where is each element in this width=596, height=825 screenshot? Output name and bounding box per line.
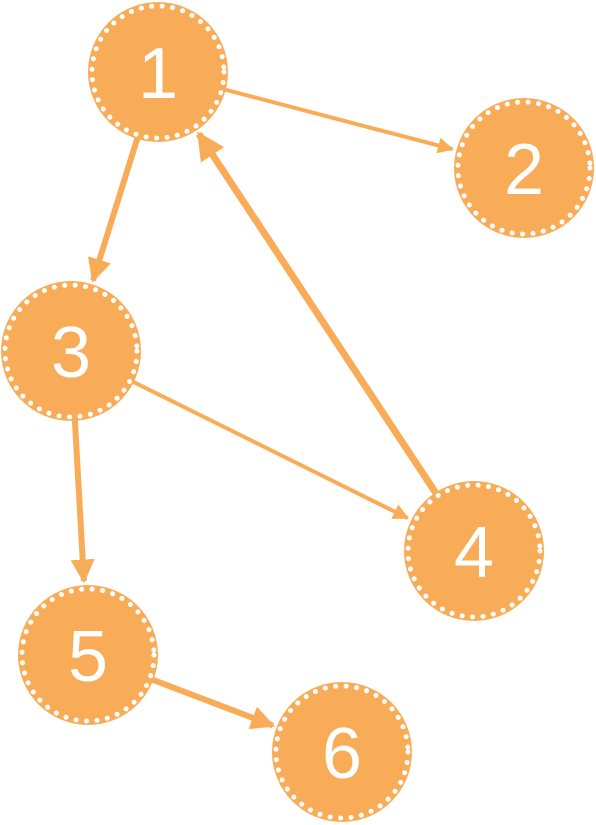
node-6-circle xyxy=(272,682,412,822)
edge-4-to-1 xyxy=(195,131,440,497)
node-1-circle xyxy=(88,2,228,142)
node-5-label: 5 xyxy=(68,617,108,697)
node-1-label: 1 xyxy=(138,34,178,114)
edges-layer xyxy=(70,87,454,730)
node-4: 4 xyxy=(404,481,544,621)
node-4-label: 4 xyxy=(454,513,494,593)
edge-5-to-6 xyxy=(150,676,276,730)
edge-1-to-3 xyxy=(87,136,141,283)
node-5-circle xyxy=(18,585,158,725)
edge-1-to-2 xyxy=(223,87,454,154)
node-5-dotted-border xyxy=(19,586,157,724)
node-4-circle xyxy=(404,481,544,621)
node-3-dotted-border xyxy=(2,282,140,420)
node-6: 6 xyxy=(272,682,412,822)
node-1: 1 xyxy=(88,2,228,142)
node-1-dotted-border xyxy=(89,3,227,141)
edge-3-to-4 xyxy=(131,379,410,520)
edge-3-to-5 xyxy=(70,418,95,584)
node-2: 2 xyxy=(454,98,594,238)
node-2-label: 2 xyxy=(504,130,544,210)
node-5: 5 xyxy=(18,585,158,725)
node-4-dotted-border xyxy=(405,482,543,620)
node-6-dotted-border xyxy=(273,683,411,821)
node-3-label: 3 xyxy=(51,313,91,393)
node-6-label: 6 xyxy=(322,714,362,794)
node-2-circle xyxy=(454,98,594,238)
node-2-dotted-border xyxy=(455,99,593,237)
node-3: 3 xyxy=(1,281,141,421)
node-3-circle xyxy=(1,281,141,421)
